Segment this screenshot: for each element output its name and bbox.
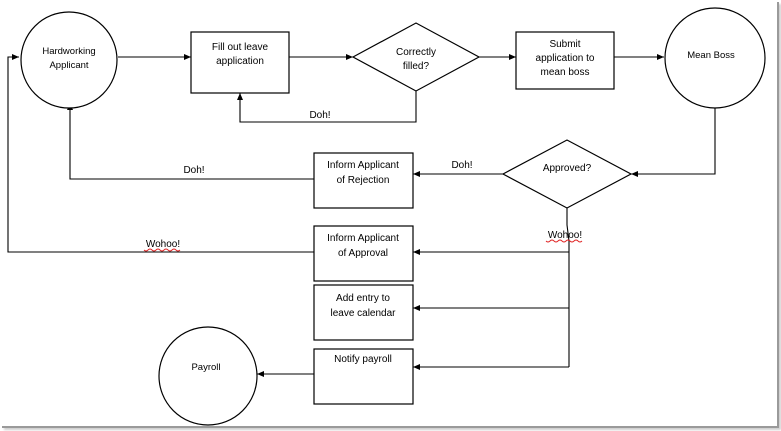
- node-applicant-circle[interactable]: [20, 11, 118, 109]
- edge-label-wohoo-return: Wohoo!: [146, 239, 180, 250]
- edge-rejection-to-applicant: [67, 103, 314, 180]
- edge-approval-to-applicant: [7, 54, 314, 253]
- node-labels: Hardworking Applicant Fill out leave app…: [42, 39, 735, 373]
- inform-approval-label-line-2: of Approval: [338, 248, 388, 259]
- inform-approval-label-line-1: Inform Applicant: [327, 233, 399, 244]
- shapes: [20, 7, 766, 426]
- submit-label-line-2: application to: [536, 53, 595, 64]
- node-inform-approval-box[interactable]: [313, 225, 414, 282]
- fill-form-label-line-1: Fill out leave: [212, 42, 269, 53]
- fill-form-label-line-2: application: [216, 56, 264, 67]
- edge-label-doh-form: Doh!: [309, 110, 330, 121]
- correctly-filled-label-line-2: filled?: [403, 61, 430, 72]
- edge-label-wohoo-approved: Wohoo!: [548, 230, 582, 241]
- node-fill-form-box[interactable]: [190, 31, 290, 94]
- edge-label-doh-rejected: Doh!: [451, 160, 472, 171]
- mean-boss-label: Mean Boss: [687, 50, 735, 61]
- node-add-entry-box[interactable]: [313, 284, 414, 341]
- spellcheck-underline-wohoo-return: [143, 248, 181, 252]
- submit-label-line-1: Submit: [549, 39, 580, 50]
- edge-boss-to-approved: [631, 108, 716, 177]
- node-submit-box[interactable]: [515, 31, 615, 90]
- edge-check-doh-loop: [237, 91, 417, 123]
- spellcheck-underline-wohoo-approved: [545, 239, 583, 243]
- edge-labels: Doh! Doh! Doh! Wohoo! Wohoo!: [143, 110, 583, 252]
- approved-label: Approved?: [543, 163, 592, 174]
- node-notify-payroll-box[interactable]: [313, 348, 414, 405]
- connectors: [7, 54, 716, 377]
- node-inform-rejection-box[interactable]: [313, 152, 414, 209]
- edge-label-doh-reject-path: Doh!: [183, 165, 204, 176]
- node-approved-diamond[interactable]: [501, 139, 633, 209]
- payroll-label: Payroll: [191, 362, 220, 373]
- inform-rejection-label-line-2: of Rejection: [337, 175, 390, 186]
- notify-payroll-label: Notify payroll: [334, 354, 392, 365]
- edge-approved-trunk: [566, 208, 570, 367]
- node-correctly-filled-diamond[interactable]: [351, 22, 481, 92]
- submit-label-line-3: mean boss: [541, 67, 590, 78]
- applicant-label-line-1: Hardworking: [42, 46, 95, 57]
- add-entry-label-line-2: leave calendar: [330, 308, 396, 319]
- inform-rejection-label-line-1: Inform Applicant: [327, 160, 399, 171]
- node-mean-boss-circle[interactable]: [664, 7, 766, 109]
- correctly-filled-label-line-1: Correctly: [396, 47, 436, 58]
- applicant-label-line-2: Applicant: [49, 60, 88, 71]
- add-entry-label-line-1: Add entry to: [336, 293, 390, 304]
- node-payroll-circle[interactable]: [158, 326, 258, 426]
